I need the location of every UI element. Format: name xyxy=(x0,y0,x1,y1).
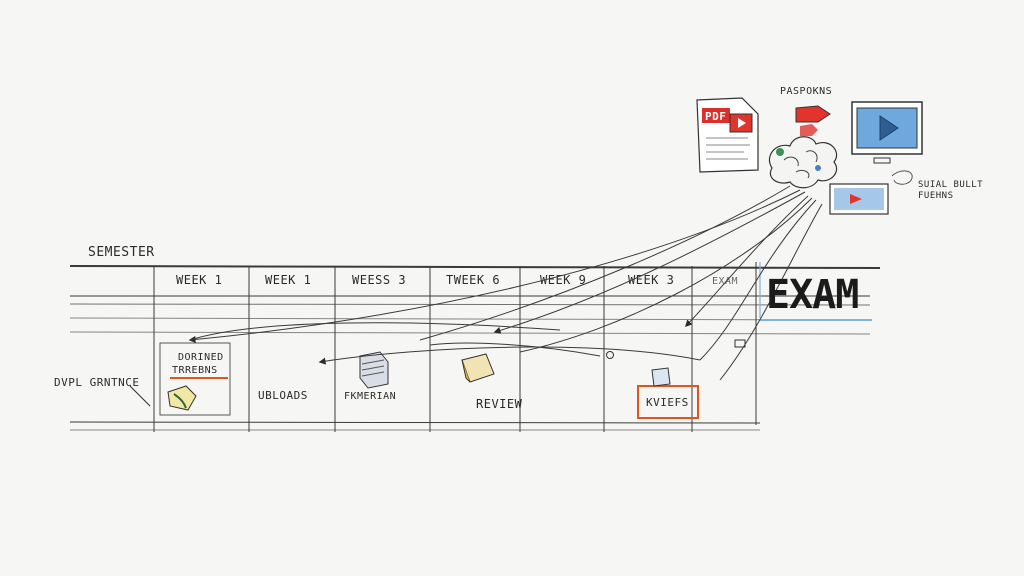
timeline-grid xyxy=(69,262,881,432)
arrow xyxy=(699,199,817,361)
video-tag-icon-small xyxy=(800,124,818,136)
card-4: REVIEW xyxy=(461,353,523,411)
stack-icon-detail xyxy=(361,359,385,377)
arrow xyxy=(318,346,701,365)
globe-icon xyxy=(167,385,197,411)
video-tag-icon xyxy=(795,105,831,123)
card-5: KVIEFS xyxy=(637,367,699,419)
grid-row-line xyxy=(69,421,761,424)
book-icon-spine xyxy=(461,359,471,383)
cloud-shape xyxy=(768,136,838,189)
semester-label: SEMESTER xyxy=(88,245,155,260)
card-label: DORINED xyxy=(178,352,224,363)
connector-arrows xyxy=(188,185,823,381)
week-header: TWEEK 6 xyxy=(446,273,500,287)
card-label: TRREBNS xyxy=(172,365,218,376)
exam-label: EXAM xyxy=(766,272,859,318)
week-header: EXAM xyxy=(712,276,738,287)
grid-top-line xyxy=(69,265,881,269)
week-header: WEESS 3 xyxy=(352,273,406,287)
marker-box xyxy=(734,339,746,348)
grid-row-line xyxy=(69,331,871,335)
book-icon xyxy=(461,353,495,383)
week-header: WEEK 3 xyxy=(628,273,674,287)
pdf-badge xyxy=(702,108,730,123)
card-frame xyxy=(637,385,699,419)
arrow xyxy=(719,203,823,381)
week-headers: WEEK 1 WEEK 1 WEESS 3 TWEEK 6 WEEK 9 WEE… xyxy=(176,273,738,287)
grid-row-line xyxy=(69,317,871,321)
row-label-pointer xyxy=(129,385,151,407)
arrow xyxy=(188,189,801,343)
card-label: UBLOADS xyxy=(258,389,308,402)
week-header: WEEK 1 xyxy=(176,273,222,287)
card-label: FKMERIAN xyxy=(344,391,396,402)
card-3: FKMERIAN xyxy=(344,351,396,402)
globe-icon-detail xyxy=(173,393,187,409)
cloud-detail xyxy=(783,150,818,179)
card-2: UBLOADS xyxy=(258,389,308,402)
small-video-card xyxy=(829,183,889,215)
arrow xyxy=(685,195,809,328)
resources-side-label: SUIAL BULLT xyxy=(918,180,983,190)
play-icon xyxy=(738,118,746,128)
play-icon xyxy=(850,194,862,204)
cloud-accent xyxy=(776,148,784,156)
cloud-accent xyxy=(815,165,821,171)
device-icon xyxy=(651,367,671,387)
arrow xyxy=(419,185,791,341)
arrow xyxy=(519,197,813,353)
week-header: WEEK 9 xyxy=(540,273,586,287)
marker-dot xyxy=(606,351,614,359)
arrow xyxy=(493,191,806,334)
row-label: DVPL GRNTNCE xyxy=(54,376,139,389)
card-1: DORINED TRREBNS xyxy=(159,342,231,416)
pdf-badge-label: PDF xyxy=(705,110,726,123)
week-header: WEEK 1 xyxy=(265,273,311,287)
pdf-text-lines xyxy=(706,137,750,160)
scribble-icon xyxy=(891,170,913,185)
play-icon xyxy=(879,115,899,141)
video-screen xyxy=(851,101,923,164)
screen-stand xyxy=(873,157,891,164)
resources-top-label: PASPOKNS xyxy=(780,86,832,97)
brain-cloud-icon xyxy=(768,136,838,189)
arrow xyxy=(429,342,601,357)
resources-side-label: FUEHNS xyxy=(918,191,954,201)
card-label: KVIEFS xyxy=(646,396,689,409)
arrow xyxy=(189,322,561,341)
grid-row-line xyxy=(69,303,871,306)
pdf-document: PDF xyxy=(696,97,759,173)
card-label: REVIEW xyxy=(476,397,523,411)
card-frame xyxy=(159,342,231,416)
